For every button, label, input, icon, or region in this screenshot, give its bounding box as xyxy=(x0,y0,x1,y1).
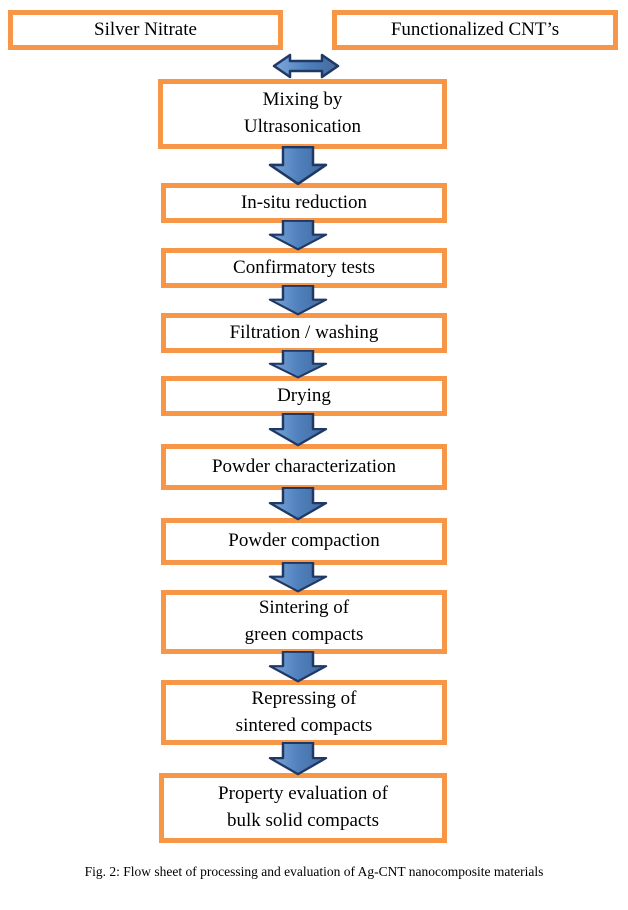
flow-step-mixing: Mixing by Ultrasonication xyxy=(158,79,447,149)
down-arrow-icon xyxy=(268,413,328,447)
flow-step-powder-compaction: Powder compaction xyxy=(161,518,447,565)
flow-step-insitu-reduction: In-situ reduction xyxy=(161,183,447,223)
figure-caption: Fig. 2: Flow sheet of processing and eva… xyxy=(84,864,544,879)
flow-step-repressing: Repressing of sintered compacts xyxy=(161,680,447,745)
down-arrow-icon xyxy=(268,742,328,776)
flow-box-functionalized-cnts: Functionalized CNT’s xyxy=(332,10,618,50)
double-arrow-icon xyxy=(272,53,340,79)
down-arrow-icon xyxy=(268,146,328,186)
flow-box-silver-nitrate: Silver Nitrate xyxy=(8,10,283,50)
down-arrow-icon xyxy=(268,562,328,593)
flow-step-sintering: Sintering of green compacts xyxy=(161,590,447,654)
flow-step-filtration-washing: Filtration / washing xyxy=(161,313,447,353)
flow-step-drying: Drying xyxy=(161,376,447,416)
flow-step-property-evaluation: Property evaluation of bulk solid compac… xyxy=(159,773,447,843)
down-arrow-icon xyxy=(268,487,328,521)
flow-step-powder-characterization: Powder characterization xyxy=(161,444,447,490)
down-arrow-icon xyxy=(268,220,328,251)
down-arrow-icon xyxy=(268,350,328,379)
down-arrow-icon xyxy=(268,651,328,683)
down-arrow-icon xyxy=(268,285,328,316)
flow-step-confirmatory-tests: Confirmatory tests xyxy=(161,248,447,288)
